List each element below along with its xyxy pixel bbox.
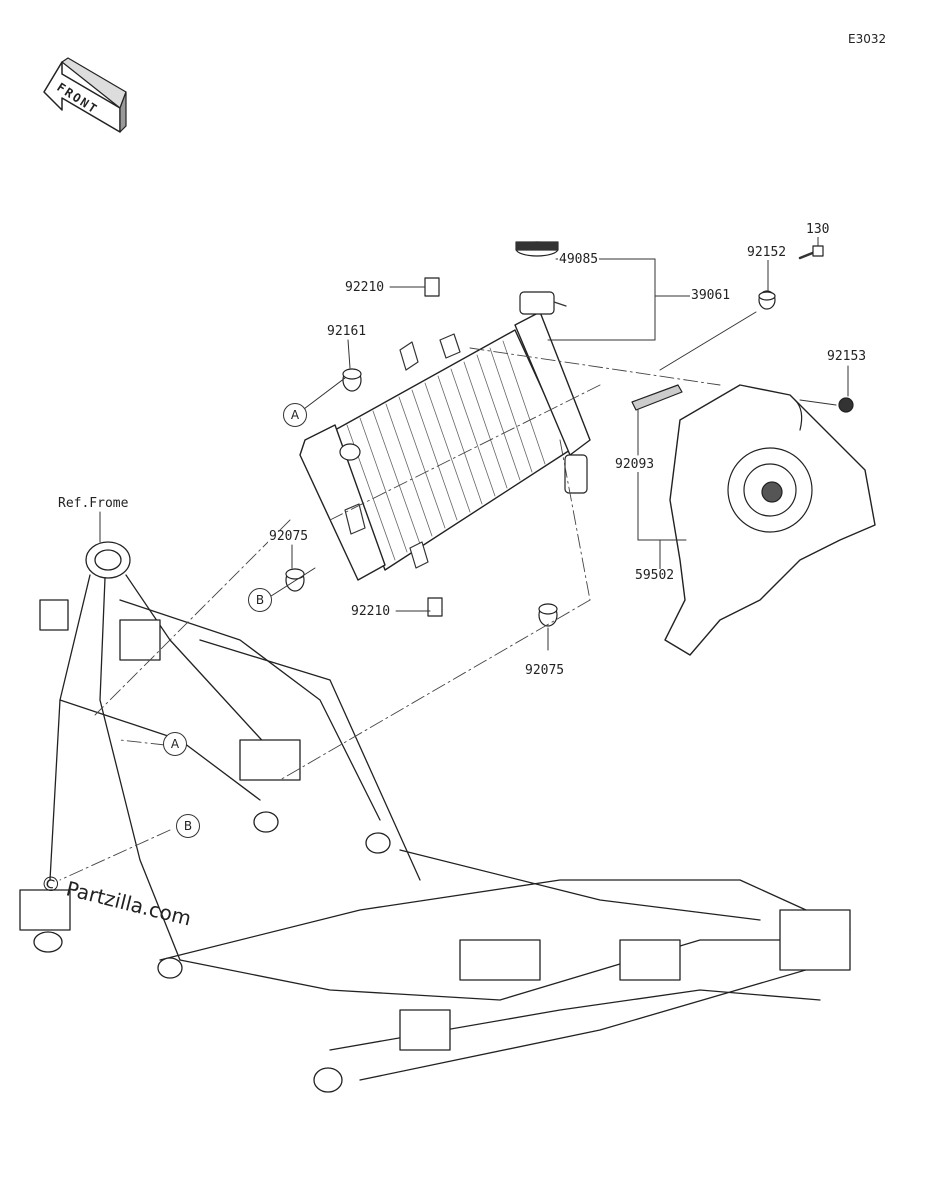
diagram-code: E3032 bbox=[848, 32, 887, 46]
callout-a-frame: A bbox=[163, 732, 187, 756]
nut-92153 bbox=[838, 397, 854, 413]
radiator-assembly bbox=[299, 241, 591, 617]
dash-dot-lines bbox=[59, 347, 721, 881]
callout-b-radiator: B bbox=[248, 588, 272, 612]
grommet-92161 bbox=[342, 368, 362, 392]
bolt-130 bbox=[798, 245, 824, 260]
ref-frame-label: Ref.Frome bbox=[57, 496, 130, 511]
leader-lines bbox=[99, 235, 849, 651]
part-label-39061[interactable]: 39061 bbox=[690, 288, 732, 303]
part-label-59502[interactable]: 59502 bbox=[634, 568, 676, 583]
part-label-130[interactable]: 130 bbox=[805, 222, 831, 237]
fan-shroud-59502 bbox=[664, 384, 876, 656]
part-label-92075-bottom[interactable]: 92075 bbox=[524, 663, 566, 678]
part-label-92161[interactable]: 92161 bbox=[326, 324, 368, 339]
part-label-49085[interactable]: 49085 bbox=[558, 252, 600, 267]
part-label-92152[interactable]: 92152 bbox=[746, 245, 788, 260]
collar-92152 bbox=[758, 290, 776, 310]
callout-a-radiator: A bbox=[283, 403, 307, 427]
front-arrow-icon bbox=[43, 57, 127, 133]
part-label-92075-left[interactable]: 92075 bbox=[268, 529, 310, 544]
part-label-92093[interactable]: 92093 bbox=[614, 457, 656, 472]
grommet-92075-left bbox=[285, 568, 305, 592]
seal-92093 bbox=[631, 384, 683, 411]
grommet-92075-bottom bbox=[538, 603, 558, 627]
part-label-92210-bottom[interactable]: 92210 bbox=[350, 604, 392, 619]
motorcycle-frame bbox=[19, 541, 851, 1093]
callout-b-frame: B bbox=[176, 814, 200, 838]
part-label-92210-top[interactable]: 92210 bbox=[344, 280, 386, 295]
part-label-92153[interactable]: 92153 bbox=[826, 349, 868, 364]
